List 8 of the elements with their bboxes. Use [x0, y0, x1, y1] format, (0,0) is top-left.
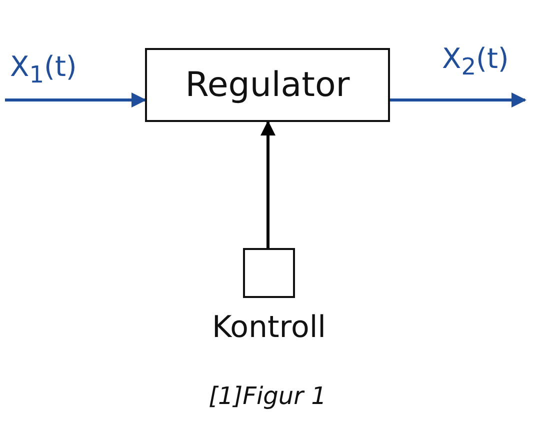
input-label: Kontroll — [212, 310, 326, 345]
arrow — [260, 120, 276, 248]
arrow — [5, 92, 146, 108]
process-box — [145, 48, 390, 122]
arrow — [390, 92, 526, 108]
node-label: Regulator — [185, 65, 350, 105]
figure-caption: [1]Figur 1 — [208, 382, 328, 410]
empty-box — [243, 248, 295, 298]
